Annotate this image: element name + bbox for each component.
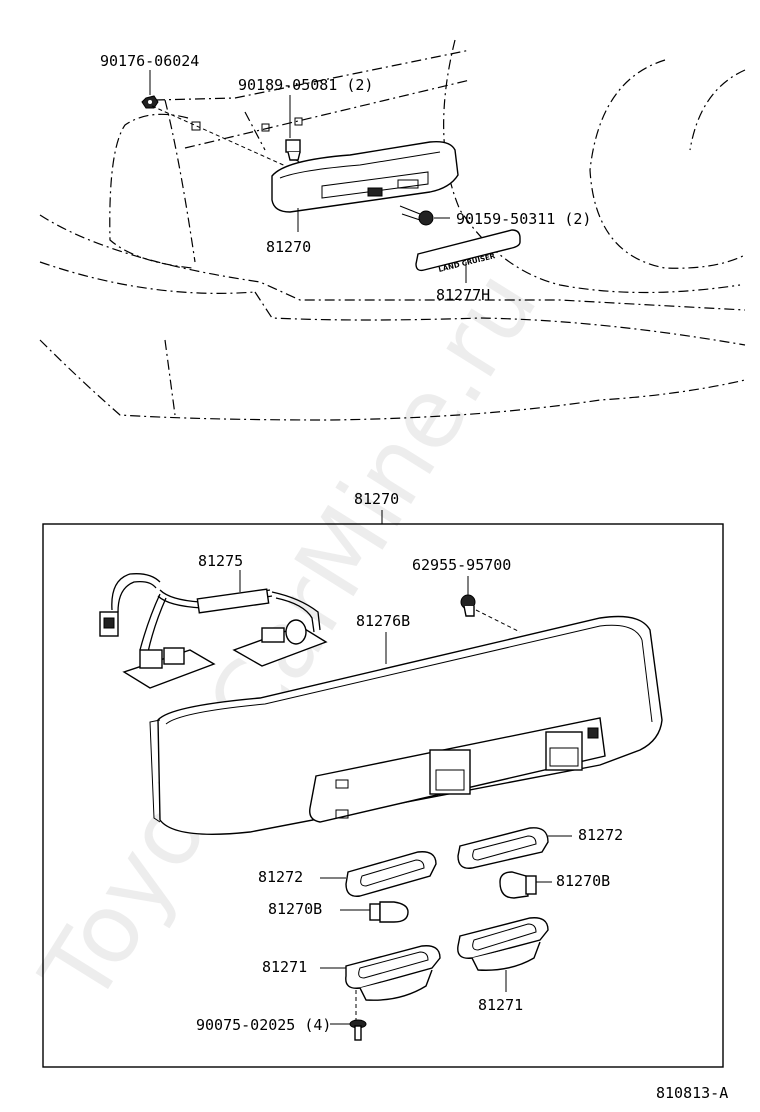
lamp-lens-housing — [149, 615, 663, 835]
bulb-left-part — [340, 901, 409, 923]
label-gasket-left: 81272 — [258, 868, 303, 886]
label-socket-left: 81271 — [262, 958, 307, 976]
clip-62955-part — [460, 576, 521, 633]
gasket-left-part — [320, 851, 437, 897]
screw-part — [399, 205, 450, 226]
emblem-part: LAND CRUISER — [415, 229, 521, 283]
label-screw: 90159-50311 (2) — [456, 210, 591, 228]
label-gasket-right: 81272 — [578, 826, 623, 844]
label-bulb-left: 81270B — [268, 900, 322, 918]
license-lamp-assy-small — [271, 140, 459, 232]
label-wire: 81275 — [198, 552, 243, 570]
label-clip: 90189-05081 (2) — [238, 76, 373, 94]
diagram-code: 810813-A — [656, 1084, 728, 1102]
wire-harness-part — [99, 570, 328, 689]
label-socket-right: 81271 — [478, 996, 523, 1014]
label-clip-62955: 62955-95700 — [412, 556, 511, 574]
nut-part — [141, 70, 291, 169]
label-small-screw: 90075-02025 (4) — [196, 1016, 331, 1034]
label-nut: 90176-06024 — [100, 52, 199, 70]
socket-left-part — [320, 945, 441, 1020]
gasket-right-part — [457, 827, 572, 869]
socket-right-part — [457, 917, 549, 992]
detail-box — [42, 523, 724, 1068]
label-emblem: 81277H — [436, 286, 490, 304]
vehicle-rear-outline — [39, 39, 746, 421]
label-lens: 81276B — [356, 612, 410, 630]
small-screw-part — [330, 1019, 367, 1041]
detail-box-title: 81270 — [354, 490, 399, 508]
label-bulb-right: 81270B — [556, 872, 610, 890]
bulb-right-part — [499, 871, 552, 899]
label-lamp-assy: 81270 — [266, 238, 311, 256]
